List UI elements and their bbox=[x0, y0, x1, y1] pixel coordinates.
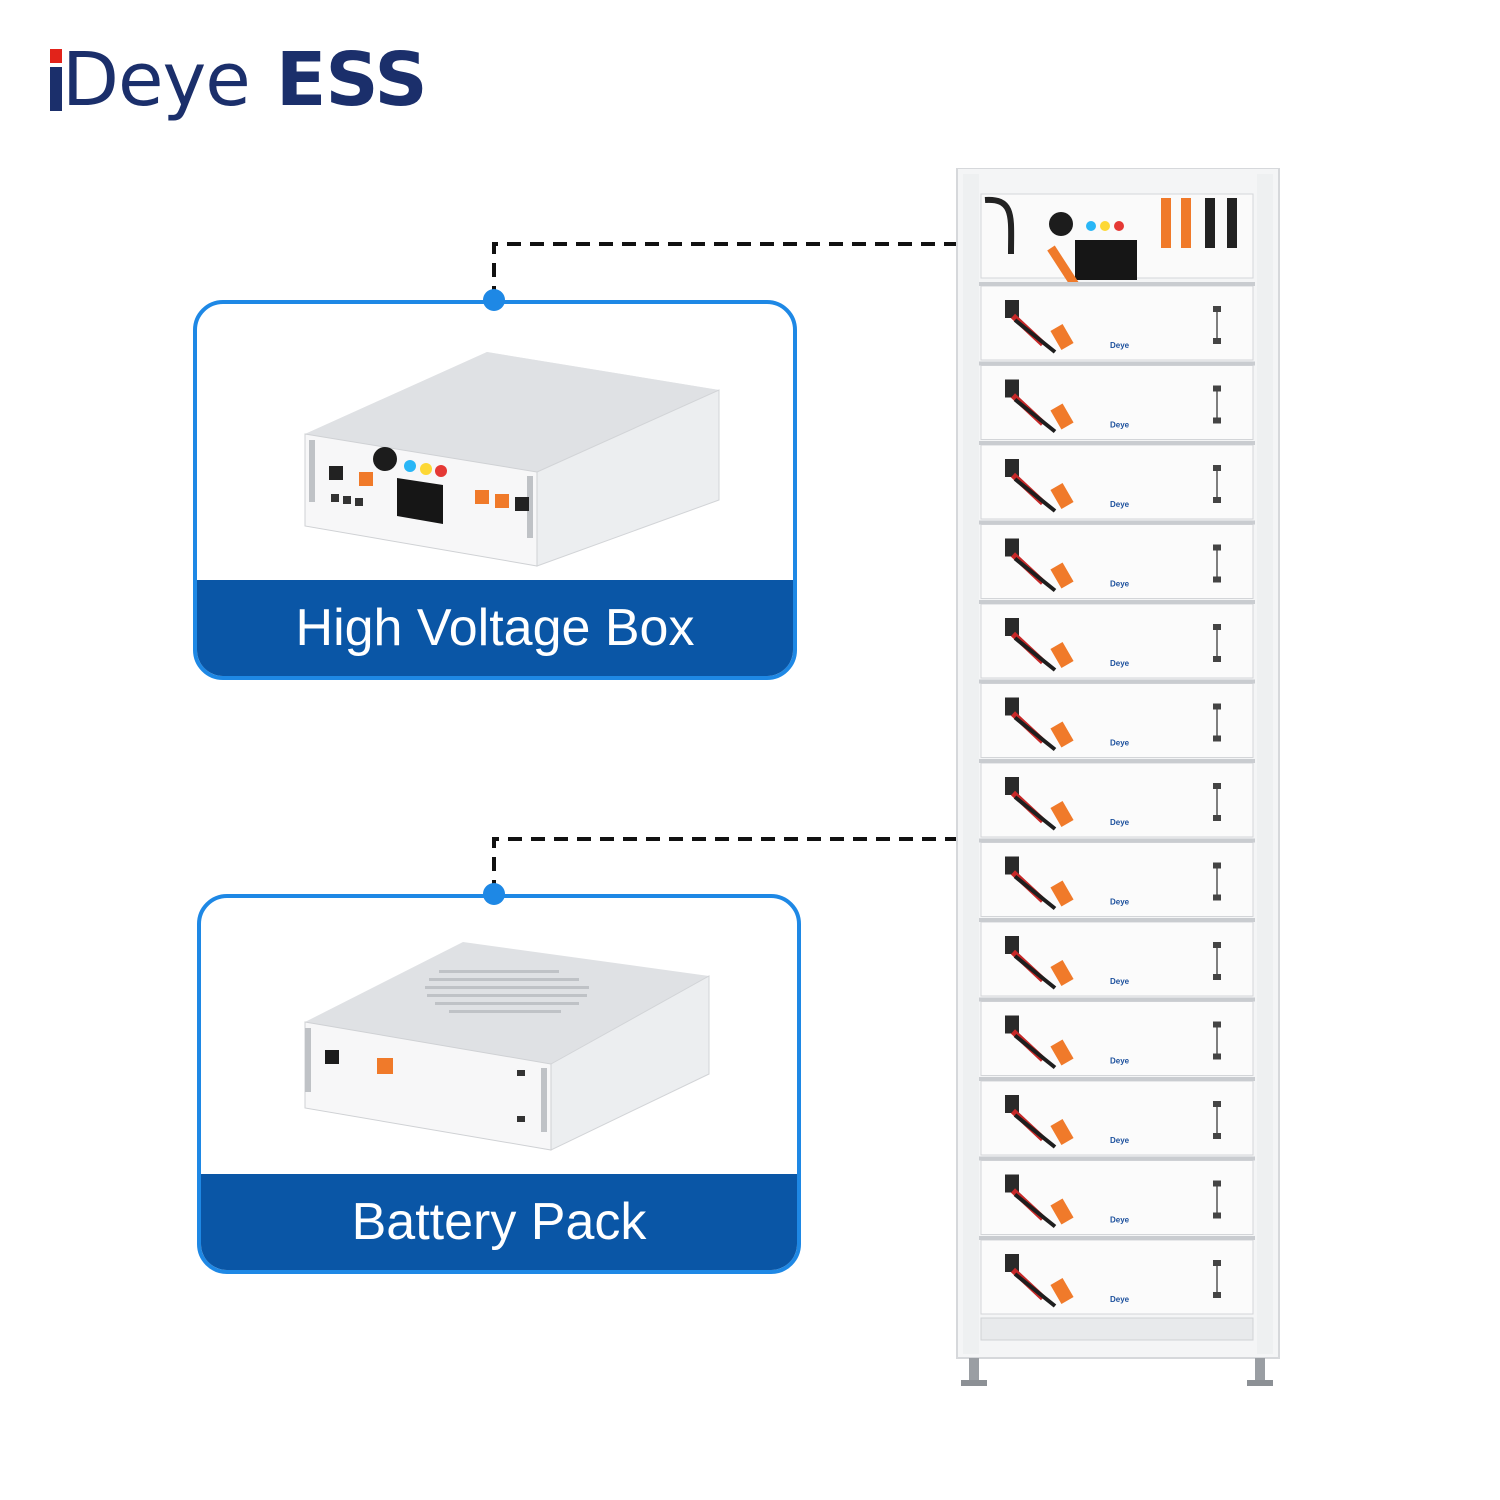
card-battery-pack[interactable]: Battery Pack bbox=[197, 894, 801, 1274]
card-label: High Voltage Box bbox=[295, 599, 695, 657]
module-brand-label: Deye bbox=[1110, 341, 1130, 350]
rack-module: Deye bbox=[979, 1077, 1255, 1156]
battery-pack-image bbox=[304, 942, 710, 1151]
rack-module: Deye bbox=[979, 997, 1255, 1076]
module-brand-label: Deye bbox=[1110, 977, 1130, 986]
module-brand-label: Deye bbox=[1110, 500, 1130, 509]
rack-module: Deye bbox=[979, 1236, 1255, 1315]
rack-module: Deye bbox=[979, 918, 1255, 997]
rack-module: Deye bbox=[979, 441, 1255, 520]
connector-dot-hv bbox=[483, 289, 505, 311]
module-brand-label: Deye bbox=[1110, 818, 1130, 827]
rack-module: Deye bbox=[979, 838, 1255, 917]
module-brand-label: Deye bbox=[1110, 1136, 1130, 1145]
battery-rack: DeyeDeyeDeyeDeyeDeyeDeyeDeyeDeyeDeyeDeye… bbox=[956, 168, 1280, 1386]
product-name: ESS bbox=[275, 37, 428, 123]
rack-module: Deye bbox=[979, 282, 1255, 361]
rack-module: Deye bbox=[979, 1156, 1255, 1235]
module-brand-label: Deye bbox=[1110, 421, 1130, 430]
card-high-voltage-box[interactable]: High Voltage Box bbox=[193, 300, 797, 680]
module-brand-label: Deye bbox=[1110, 739, 1130, 748]
card-label: Battery Pack bbox=[351, 1193, 647, 1251]
module-brand-label: Deye bbox=[1110, 659, 1130, 668]
caption-high-voltage-box: High Voltage Box bbox=[197, 580, 793, 676]
module-brand-label: Deye bbox=[1110, 1057, 1130, 1066]
caption-battery-pack: Battery Pack bbox=[201, 1174, 797, 1270]
module-brand-label: Deye bbox=[1110, 1295, 1130, 1304]
rack-module: Deye bbox=[979, 361, 1255, 440]
brand-name: Deye bbox=[62, 37, 251, 123]
brand-logo: Deye ESS bbox=[50, 30, 428, 130]
rack-module: Deye bbox=[979, 520, 1255, 599]
rack-module: Deye bbox=[979, 759, 1255, 838]
logo-mark bbox=[50, 49, 62, 111]
rack-battery-modules: DeyeDeyeDeyeDeyeDeyeDeyeDeyeDeyeDeyeDeye… bbox=[979, 282, 1255, 1315]
module-brand-label: Deye bbox=[1110, 1216, 1130, 1225]
module-brand-label: Deye bbox=[1110, 580, 1130, 589]
connector-dot-battery bbox=[483, 883, 505, 905]
rack-module: Deye bbox=[979, 600, 1255, 679]
module-brand-label: Deye bbox=[1110, 898, 1130, 907]
high-voltage-box-image bbox=[304, 352, 720, 567]
rack-module: Deye bbox=[979, 679, 1255, 758]
rack-high-voltage-box bbox=[980, 193, 1254, 339]
